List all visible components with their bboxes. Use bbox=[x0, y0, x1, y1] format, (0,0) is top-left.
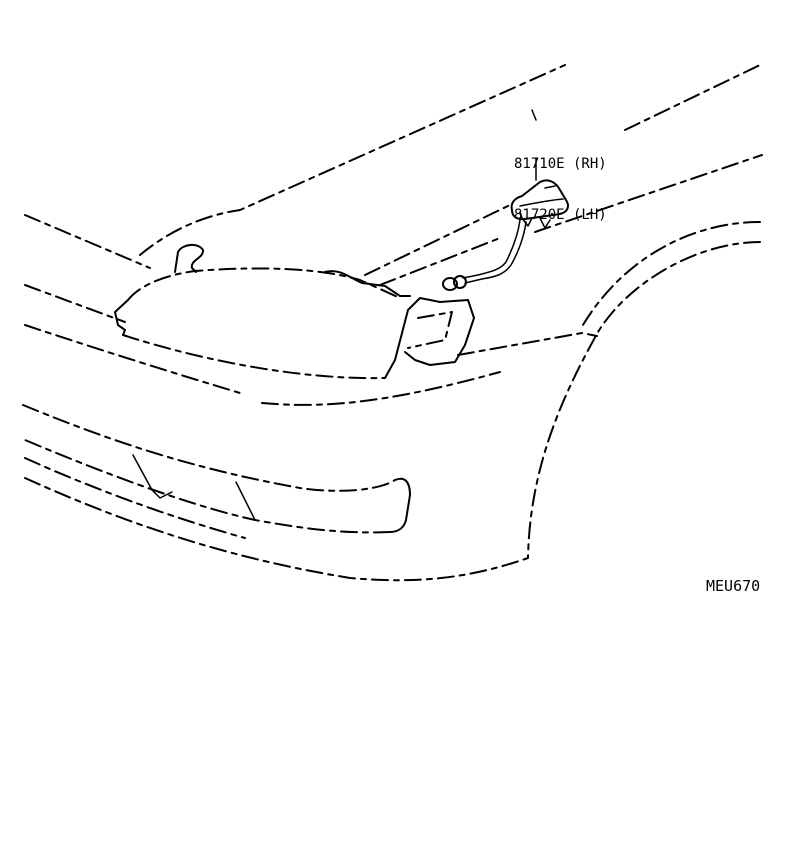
bumper-strut-left bbox=[132, 454, 173, 499]
fender-top-line bbox=[534, 154, 763, 233]
body-line-1 bbox=[24, 284, 126, 323]
fog-lamp-bottom bbox=[24, 439, 391, 534]
lamp-wire-harness bbox=[442, 219, 527, 291]
bumper-strut-right bbox=[235, 481, 256, 521]
side-turn-signal-lamp bbox=[510, 179, 569, 229]
headlamp-top-edge bbox=[127, 267, 401, 301]
fender-bumper-seam bbox=[457, 332, 598, 356]
hood-seam-line bbox=[364, 204, 511, 276]
fender-seam-line bbox=[379, 237, 501, 286]
hood-line bbox=[139, 64, 566, 256]
headlamp-side-lens bbox=[407, 311, 453, 349]
part-number-callout: 81710E (RH) 81720E (LH) bbox=[514, 122, 607, 258]
fog-lamp-right bbox=[389, 477, 411, 533]
bumper-lower-line-2 bbox=[24, 477, 529, 582]
headlamp-left-tab bbox=[114, 299, 129, 336]
part-number-lh: 81720E (LH) bbox=[514, 207, 607, 223]
headlamp-tab bbox=[174, 244, 204, 273]
hood-edge-line bbox=[24, 214, 151, 269]
bumper-upper-line bbox=[22, 404, 396, 492]
body-line-3 bbox=[261, 371, 501, 406]
headlamp-top-contour bbox=[324, 270, 411, 297]
callout-tick bbox=[531, 109, 537, 121]
windshield-line bbox=[624, 64, 761, 131]
headlamp-right-edge bbox=[384, 297, 441, 379]
headlamp-bottom-edge bbox=[122, 334, 386, 380]
wheel-arch-outer bbox=[579, 221, 761, 331]
part-number-rh: 81710E (RH) bbox=[514, 156, 607, 172]
figure-code: MEU670 bbox=[706, 577, 761, 595]
bumper-lower-line-1 bbox=[24, 457, 246, 539]
headlamp-side-housing bbox=[404, 299, 475, 366]
wheel-arch-inner bbox=[527, 241, 761, 558]
body-line-2 bbox=[24, 324, 241, 394]
